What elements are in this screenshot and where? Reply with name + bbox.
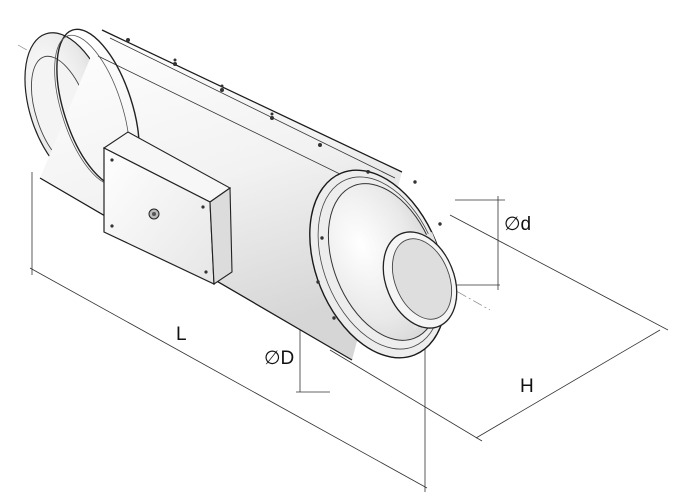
terminal-box	[102, 131, 233, 285]
height-label: H	[520, 376, 534, 397]
length-label: L	[176, 324, 187, 345]
duct-spigot	[382, 231, 458, 330]
duct-diameter-label: ∅d	[504, 214, 531, 235]
outer-diameter-label: ∅D	[264, 348, 294, 369]
